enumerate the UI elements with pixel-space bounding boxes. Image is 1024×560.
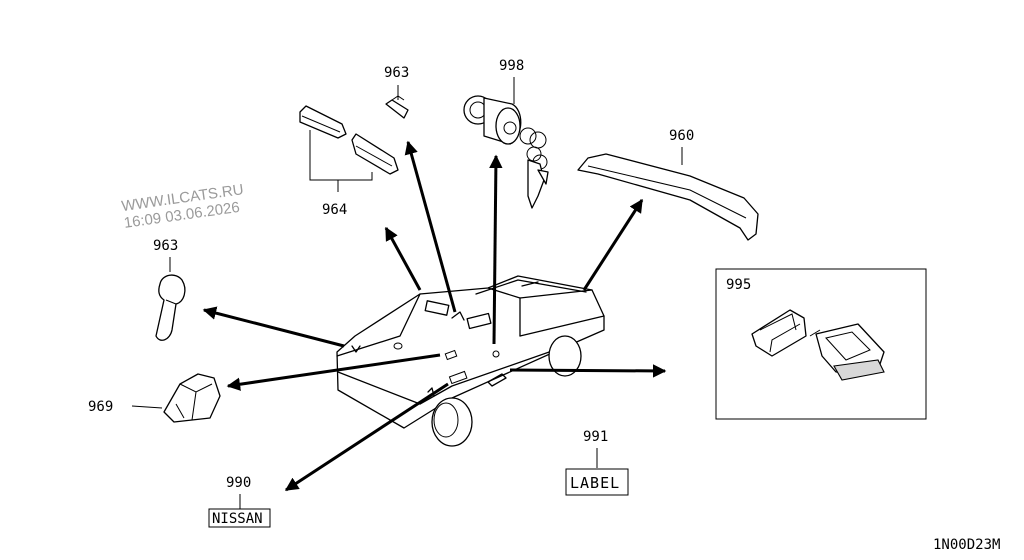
nissan-emblem <box>208 508 271 528</box>
part-963-clip[interactable]: 963 <box>384 65 409 119</box>
part-964-mud-guards[interactable]: 964 <box>299 105 399 218</box>
part-998-key-cylinder[interactable]: 998 <box>463 58 549 209</box>
part-995-jack-kit[interactable]: 995 <box>715 268 927 420</box>
part-991-label[interactable]: 991 LABEL <box>565 429 629 496</box>
callout-991: 991 <box>583 429 608 445</box>
callout-963-top: 963 <box>384 65 409 81</box>
car-body <box>336 275 605 447</box>
diagram-code: 1N00D23M <box>933 537 1000 553</box>
watermark: WWW.ILCATS.RU 16:09 03.06.2026 <box>120 181 244 232</box>
callout-995: 995 <box>726 277 751 293</box>
part-963-mirror[interactable]: 963 <box>153 238 186 341</box>
callout-998: 998 <box>499 58 524 74</box>
label-plate-text: LABEL <box>570 474 620 492</box>
callout-990: 990 <box>226 475 251 491</box>
label-plate <box>565 468 629 496</box>
callout-964: 964 <box>322 202 347 218</box>
callout-960: 960 <box>669 128 694 144</box>
callout-963-left: 963 <box>153 238 178 254</box>
part-969-block[interactable]: 969 <box>88 373 221 423</box>
callout-969: 969 <box>88 399 113 415</box>
jack-kit-frame <box>715 268 927 420</box>
nissan-emblem-text: NISSAN <box>212 511 263 527</box>
leader-arrows <box>202 140 667 492</box>
part-960-rear-spoiler[interactable]: 960 <box>577 128 759 241</box>
part-990-emblem[interactable]: 990 NISSAN <box>208 475 271 528</box>
